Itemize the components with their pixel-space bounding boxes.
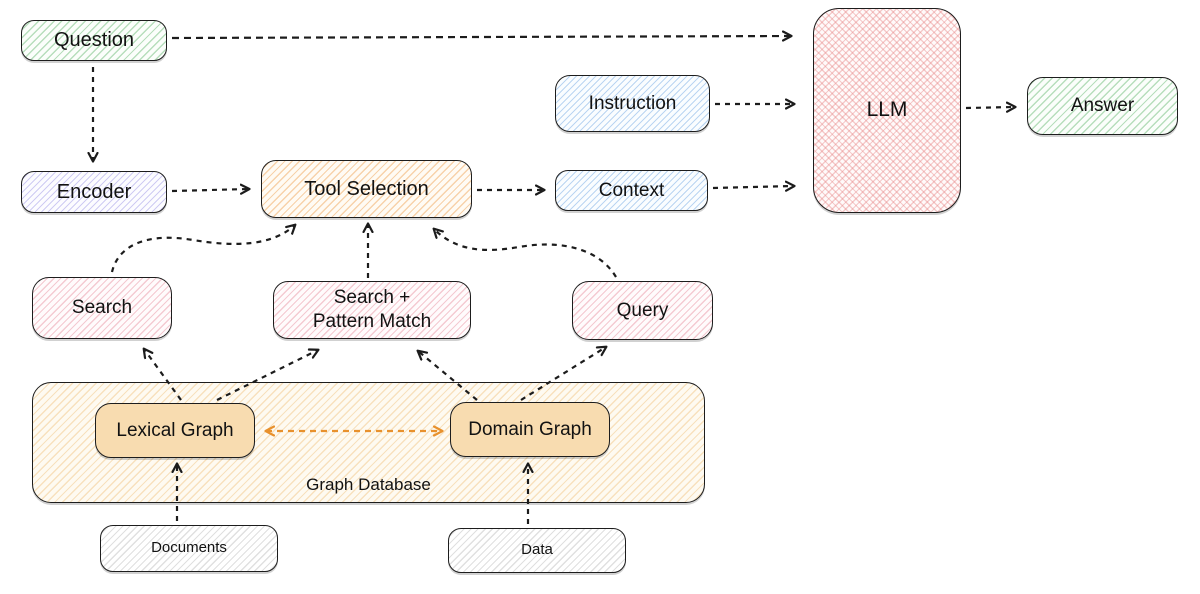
node-question-label: Question bbox=[53, 29, 135, 51]
node-search-pattern-match-label: Search + Pattern Match bbox=[312, 287, 432, 332]
node-domain-graph-label: Domain Graph bbox=[468, 418, 592, 440]
node-lexical-graph-label: Lexical Graph bbox=[116, 419, 234, 441]
node-domain-graph: Domain Graph bbox=[450, 402, 610, 457]
node-graph-database-label: Graph Database bbox=[306, 474, 431, 494]
node-documents-label: Documents bbox=[151, 539, 227, 557]
arrow-query-to-tool-selection bbox=[434, 229, 617, 278]
node-instruction: Instruction bbox=[555, 75, 710, 132]
node-search-label: Search bbox=[71, 297, 133, 319]
node-tool-selection-label: Tool Selection bbox=[304, 177, 429, 200]
node-encoder: Encoder bbox=[21, 171, 167, 213]
node-data-label: Data bbox=[521, 541, 553, 559]
arrow-search-to-tool-selection bbox=[110, 225, 295, 273]
arrow-context-to-llm bbox=[712, 186, 794, 188]
node-search: Search bbox=[32, 277, 172, 339]
node-llm-label: LLM bbox=[866, 98, 908, 122]
node-answer-label: Answer bbox=[1070, 95, 1135, 117]
arrow-llm-to-answer bbox=[965, 107, 1015, 108]
node-context: Context bbox=[555, 170, 708, 211]
node-question: Question bbox=[21, 20, 167, 61]
node-search-pattern-match: Search + Pattern Match bbox=[273, 281, 471, 339]
node-query: Query bbox=[572, 281, 713, 340]
node-lexical-graph: Lexical Graph bbox=[95, 403, 255, 458]
node-context-label: Context bbox=[598, 179, 665, 201]
node-query-label: Query bbox=[616, 299, 669, 321]
arrow-question-to-llm bbox=[171, 36, 791, 38]
node-llm: LLM bbox=[813, 8, 961, 213]
arrow-encoder-to-tool-selection bbox=[171, 189, 249, 191]
node-documents: Documents bbox=[100, 525, 278, 572]
node-encoder-label: Encoder bbox=[56, 180, 132, 203]
node-answer: Answer bbox=[1027, 77, 1178, 135]
node-tool-selection: Tool Selection bbox=[261, 160, 472, 218]
node-data: Data bbox=[448, 528, 626, 573]
node-instruction-label: Instruction bbox=[588, 92, 677, 114]
